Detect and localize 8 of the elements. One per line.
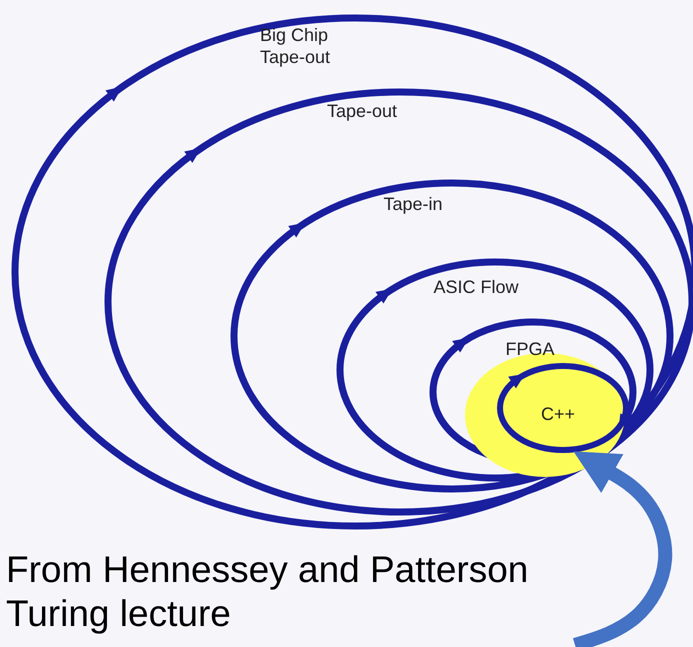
- source-note: From Hennessey and Patterson Turing lecture: [6, 548, 530, 636]
- loop-label: Tape-in: [382, 193, 444, 215]
- loop-label: FPGA: [504, 338, 556, 360]
- loop-label: C++: [540, 403, 576, 425]
- loop-label: Big Chip Tape-out: [260, 24, 332, 68]
- loop-label: Tape-out: [326, 100, 398, 122]
- curved-arrow: [572, 451, 672, 647]
- loop-label: ASIC Flow: [432, 276, 520, 298]
